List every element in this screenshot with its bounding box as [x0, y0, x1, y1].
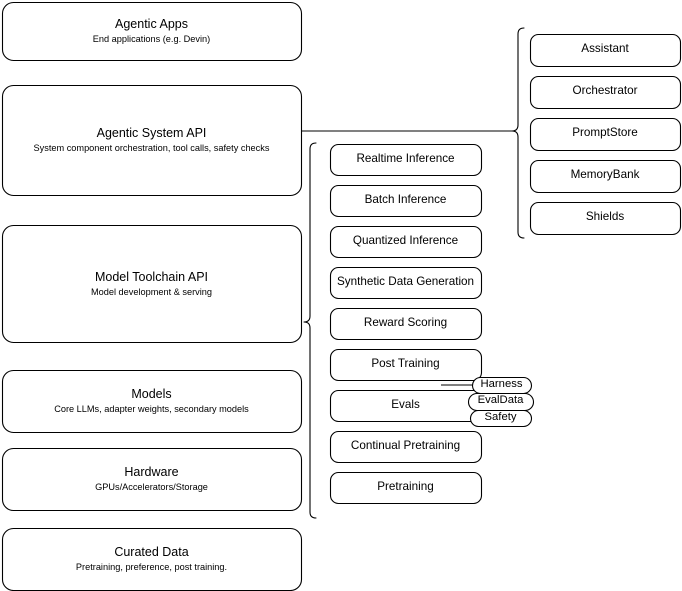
- capability-box-quantized-inference[interactable]: [329, 225, 483, 259]
- stack-layer-agentic-system-api[interactable]: [1, 84, 303, 197]
- component-box-memorybank[interactable]: [529, 159, 682, 194]
- stack-layer-hardware[interactable]: [1, 447, 303, 512]
- component-box-shields[interactable]: [529, 201, 682, 236]
- capability-box-evals[interactable]: [329, 389, 483, 423]
- stack-layer-models[interactable]: [1, 369, 303, 434]
- evals-subitem-safety[interactable]: [469, 409, 533, 428]
- stack-layer-shapes: [1, 1, 303, 591]
- system-component-shapes: [529, 33, 682, 236]
- component-box-orchestrator[interactable]: [529, 75, 682, 110]
- capability-box-continual-pretraining[interactable]: [329, 430, 483, 464]
- capability-box-synthetic-data-generation[interactable]: [329, 266, 483, 300]
- stack-layer-curated-data[interactable]: [1, 527, 303, 591]
- component-box-assistant[interactable]: [529, 33, 682, 68]
- system-components-brace: [511, 27, 525, 239]
- evals-subitem-shapes: [467, 376, 535, 428]
- component-box-promptstore[interactable]: [529, 117, 682, 152]
- capability-box-reward-scoring[interactable]: [329, 307, 483, 341]
- evals-subitem-evaldata[interactable]: [467, 392, 535, 412]
- capability-box-realtime-inference[interactable]: [329, 143, 483, 177]
- evals-subitem-harness[interactable]: [471, 376, 533, 395]
- stack-layer-agentic-apps[interactable]: [1, 1, 303, 62]
- toolchain-capabilities-brace: [303, 142, 317, 519]
- capability-box-pretraining[interactable]: [329, 471, 483, 505]
- toolchain-capability-shapes: [329, 143, 483, 505]
- capability-box-post-training[interactable]: [329, 348, 483, 382]
- stack-layer-model-toolchain-api[interactable]: [1, 224, 303, 344]
- capability-box-batch-inference[interactable]: [329, 184, 483, 218]
